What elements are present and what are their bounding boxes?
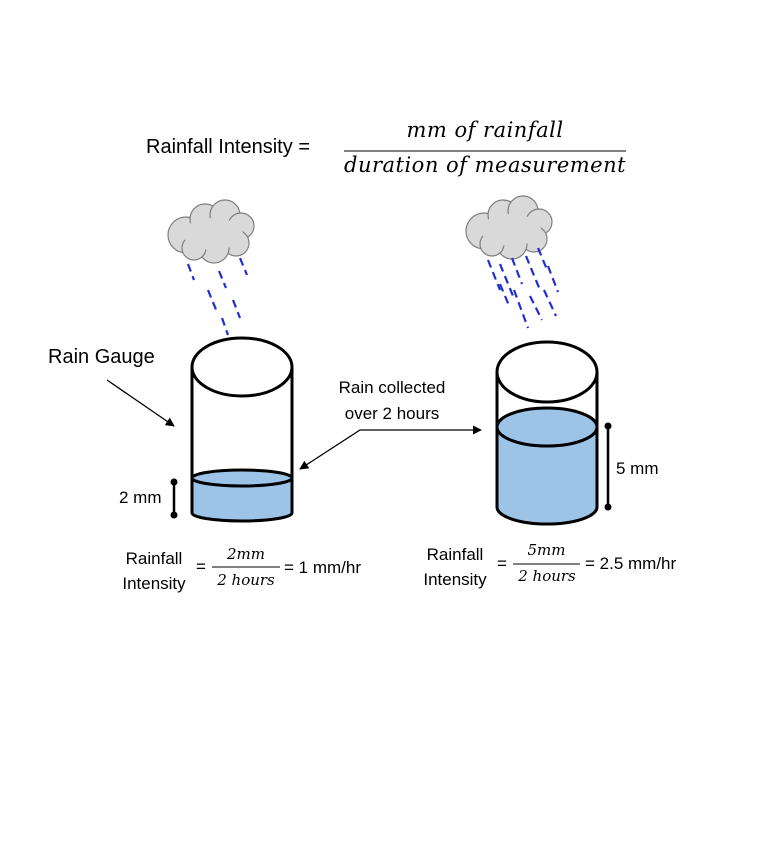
right-calc-numerator: 5mm	[527, 541, 566, 559]
rain-gauge-label: Rain Gauge	[48, 346, 155, 368]
rain-gauge-arrow	[106, 379, 175, 427]
right-calc-result: = 2.5 mm/hr	[585, 554, 677, 573]
left-calc-denominator: 2 hours	[217, 571, 275, 589]
cloud-icon-right	[465, 195, 553, 260]
formula-label-text: Rainfall Intensity	[146, 136, 293, 158]
right-calc-label: Rainfall Intensity	[417, 542, 493, 592]
left-depth-label: 2 mm	[119, 488, 162, 507]
left-calc-numerator: 2mm	[227, 545, 265, 563]
formula-denominator: duration of measurement	[344, 153, 627, 177]
depth-bracket-right	[604, 422, 612, 511]
right-calc-equals: =	[497, 554, 507, 573]
rain-drops-right	[486, 247, 560, 329]
formula-numerator: mm of rainfall	[406, 118, 564, 142]
rain-drops-left	[186, 257, 249, 336]
formula-equals: =	[298, 136, 310, 158]
right-calc-label-line2: Intensity	[423, 570, 487, 589]
rain-collected-arrow-left	[299, 429, 392, 470]
depth-bracket-left	[170, 478, 178, 519]
rain-gauge-left	[190, 336, 294, 523]
rain-collected-line1: Rain collected	[338, 378, 446, 397]
right-calc-denominator: 2 hours	[518, 567, 576, 585]
rain-collected-line2: over 2 hours	[344, 404, 440, 423]
left-calc-equals: =	[196, 557, 206, 576]
rain-gauge-right	[495, 340, 599, 526]
right-depth-label: 5 mm	[616, 459, 659, 478]
left-calc-label-line1: Rainfall	[125, 549, 183, 568]
left-calc-label-line2: Intensity	[122, 574, 186, 593]
left-calc-result: = 1 mm/hr	[284, 558, 361, 577]
left-calc-label: Rainfall Intensity	[116, 546, 192, 596]
rain-collected-label: Rain collected over 2 hours	[318, 375, 466, 427]
right-calc-label-line1: Rainfall	[426, 545, 484, 564]
cloud-icon-left	[167, 199, 255, 264]
formula-label: Rainfall Intensity =	[146, 136, 310, 159]
